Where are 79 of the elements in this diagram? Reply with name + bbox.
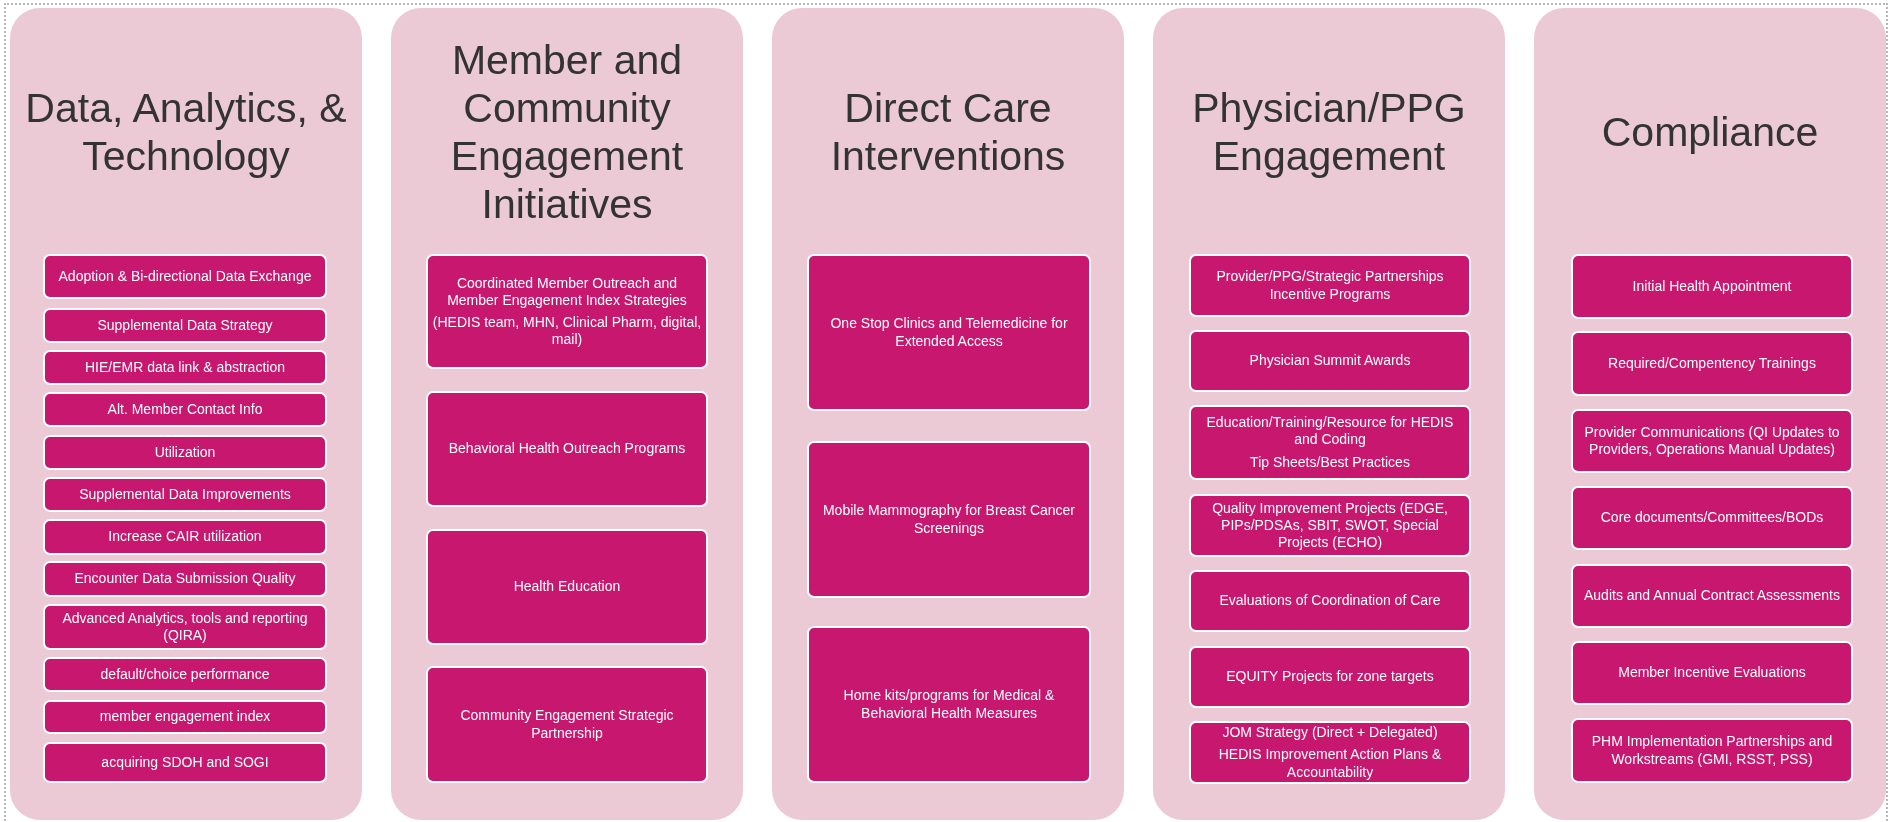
initiative-text: Quality Improvement Projects (EDGE, PIPs/PDSAs, SBIT, SWOT, Special Projects (ECHO) xyxy=(1211,499,1449,552)
initiative-box xyxy=(1571,641,1853,705)
initiative-text: Required/Compentency Trainings xyxy=(1608,354,1816,373)
initiative-box xyxy=(1189,405,1471,480)
initiative-text: Evaluations of Coordination of Care xyxy=(1219,592,1441,610)
initiative-text: Adoption & Bi-directional Data Exchange xyxy=(58,267,312,286)
category-column xyxy=(10,8,362,820)
category-column xyxy=(1534,8,1886,820)
initiative-box xyxy=(1571,331,1853,396)
column-heading: Physician/PPG Engagement xyxy=(1191,85,1467,181)
initiative-box xyxy=(43,519,327,555)
initiative-text: Health Education xyxy=(513,578,621,596)
initiative-box xyxy=(1189,646,1471,708)
initiative-text: Core documents/Committees/BODs xyxy=(1600,509,1824,527)
initiative-text: Advanced Analytics, tools and reporting (QIRA) xyxy=(61,609,309,645)
initiative-box xyxy=(426,391,708,507)
initiative-text: Supplemental Data Strategy xyxy=(97,316,273,335)
initiative-text: Home kits/programs for Medical & Behavioral Health Measures xyxy=(842,687,1056,722)
initiative-box xyxy=(43,742,327,783)
initiative-text: Supplemental Data Improvements xyxy=(79,485,291,504)
initiative-box xyxy=(43,350,327,385)
initiative-text: Provider Communications (QI Updates to Providers, Operations Manual Updates) xyxy=(1583,423,1841,459)
column-heading: Compliance xyxy=(1601,109,1819,157)
initiative-box xyxy=(43,254,327,299)
column-heading: Member and Community Engagement Initiatives xyxy=(449,37,685,229)
initiative-text: Coordinated Member Outreach and Member Engagement Index Strategies xyxy=(446,274,688,309)
initiative-text: Audits and Annual Contract Assessments xyxy=(1583,587,1840,605)
initiative-box xyxy=(1189,494,1471,557)
initiative-text: member engagement index xyxy=(99,708,271,726)
column-heading: Data, Analytics, & Technology xyxy=(24,85,348,181)
initiative-box xyxy=(1571,718,1853,783)
initiative-text: PHM Implementation Partnerships and Workstreams (GMI, RSST, PSS) xyxy=(1590,733,1834,768)
initiative-box xyxy=(1571,254,1853,319)
initiative-text: HEDIS Improvement Action Plans & Accountability xyxy=(1217,746,1443,781)
initiative-box xyxy=(43,435,327,470)
initiative-box xyxy=(1571,486,1853,550)
initiative-box xyxy=(1571,564,1853,628)
initiative-box xyxy=(426,666,708,783)
initiative-box xyxy=(43,477,327,512)
initiative-box xyxy=(426,254,708,369)
initiative-text: Alt. Member Contact Info xyxy=(107,400,263,419)
initiative-box xyxy=(43,561,327,597)
initiative-text: Mobile Mammography for Breast Cancer Screenings xyxy=(821,502,1077,537)
initiative-text: JOM Strategy (Direct + Delegated) xyxy=(1222,724,1438,742)
initiative-box xyxy=(426,529,708,645)
initiative-box xyxy=(1571,409,1853,473)
initiative-text: Physician Summit Awards xyxy=(1249,352,1411,370)
initiative-box xyxy=(807,441,1091,598)
initiative-text: HIE/EMR data link & abstraction xyxy=(85,358,285,377)
initiative-text: Community Engagement Strategic Partnership xyxy=(459,707,675,742)
initiative-text: Member Incentive Evaluations xyxy=(1618,664,1806,682)
category-column xyxy=(391,8,743,820)
initiative-text: acquiring SDOH and SOGI xyxy=(101,753,269,772)
initiative-text: Encounter Data Submission Quality xyxy=(74,570,296,588)
category-column xyxy=(772,8,1124,820)
initiative-text: Behavioral Health Outreach Programs xyxy=(448,440,686,458)
initiative-text: Provider/PPG/Strategic Partnerships Incentive Programs xyxy=(1215,268,1445,303)
initiative-box xyxy=(1189,254,1471,317)
initiative-box xyxy=(1189,330,1471,392)
initiative-text: Utilization xyxy=(154,443,216,462)
initiative-box xyxy=(43,604,327,650)
column-heading: Direct Care Interventions xyxy=(829,85,1067,181)
initiative-box xyxy=(43,308,327,343)
initiative-text: EQUITY Projects for zone targets xyxy=(1226,668,1434,686)
initiative-text: Tip Sheets/Best Practices xyxy=(1250,453,1410,471)
initiative-text: One Stop Clinics and Telemedicine for Extended Access xyxy=(829,315,1069,350)
initiative-text: Education/Training/Resource for HEDIS and Coding xyxy=(1205,414,1455,449)
initiative-text: Increase CAIR utilization xyxy=(108,528,262,546)
initiative-box xyxy=(43,657,327,692)
initiative-box xyxy=(807,254,1091,411)
initiative-text: (HEDIS team, MHN, Clinical Pharm, digital, mail) xyxy=(432,314,702,349)
initiative-box xyxy=(43,392,327,427)
initiative-text: Initial Health Appointment xyxy=(1632,277,1792,296)
initiative-box xyxy=(1189,570,1471,632)
initiative-box xyxy=(807,626,1091,783)
category-column xyxy=(1153,8,1505,820)
initiative-box xyxy=(1189,721,1471,784)
initiative-box xyxy=(43,700,327,734)
initiative-text: default/choice performance xyxy=(100,665,270,684)
